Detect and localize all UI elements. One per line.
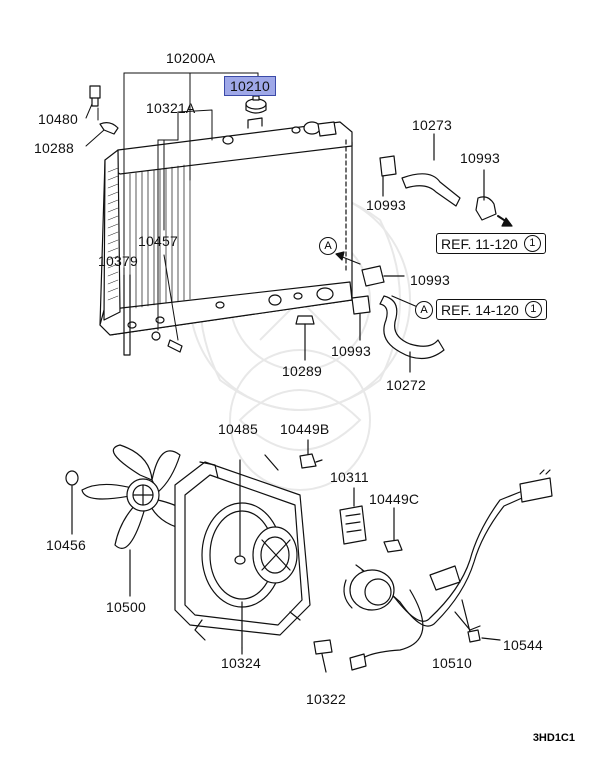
fan-motor — [234, 459, 298, 649]
upper-hose — [379, 133, 513, 227]
label-harness: 10510 — [432, 655, 472, 671]
ref-text-14-120: REF. 14-120 — [441, 301, 519, 318]
cooling-fan — [81, 444, 192, 549]
fan-nut — [65, 470, 79, 535]
label-clamp-mid: 10993 — [410, 272, 450, 288]
label-clamp-upper-left: 10993 — [366, 197, 406, 213]
label-tank-10379: 10379 — [98, 253, 138, 269]
label-radiator-cap-highlighted[interactable]: 10210 — [224, 76, 276, 96]
mount-bolt-and-bracket — [89, 85, 119, 135]
label-fan-motor-bolt: 10485 — [218, 421, 258, 437]
label-upper-hose: 10273 — [412, 117, 452, 133]
radiator — [99, 117, 353, 336]
screw-10449b — [299, 439, 323, 469]
marker-a-lower: A — [415, 301, 433, 319]
fan-shroud — [174, 454, 311, 641]
label-clamp-upper-right: 10993 — [460, 150, 500, 166]
leader-lines-upper — [85, 72, 259, 341]
ref-circle-num-upper: 1 — [523, 235, 541, 252]
label-drain-plug: 10289 — [282, 363, 322, 379]
label-lower-hose: 10272 — [386, 377, 426, 393]
radiator-cap — [245, 95, 267, 114]
ref-box-11-120[interactable]: REF. 11-120 1 — [436, 233, 546, 254]
connector-10311 — [339, 487, 367, 545]
motor-body — [343, 569, 395, 611]
label-fan: 10500 — [106, 599, 146, 615]
label-clamp-lower: 10993 — [331, 343, 371, 359]
label-bracket-10288: 10288 — [34, 140, 74, 156]
label-insulator-10321a: 10321A — [146, 100, 196, 116]
label-nut-10456: 10456 — [46, 537, 86, 553]
label-shroud: 10324 — [221, 655, 261, 671]
label-screw-10449c: 10449C — [369, 491, 420, 507]
sensor-10322 — [313, 639, 333, 673]
label-sensor-10322: 10322 — [306, 691, 346, 707]
drain-plug — [295, 315, 315, 361]
arrow-to-a-upper — [339, 255, 361, 265]
label-screw-10449b: 10449B — [280, 421, 330, 437]
label-radiator-assy: 10200A — [166, 50, 216, 66]
diagram-code: 3HD1C1 — [532, 732, 575, 744]
label-connector-10311: 10311 — [330, 469, 369, 485]
marker-a-upper: A — [319, 237, 337, 255]
overflow-tube — [123, 274, 131, 356]
label-clip-10544: 10544 — [503, 637, 543, 653]
ref-circle-num-lower: 1 — [524, 301, 542, 318]
ref-text-11-120: REF. 11-120 — [441, 235, 518, 252]
clip-10544 — [467, 629, 501, 643]
label-hose-10457: 10457 — [138, 233, 178, 249]
ref-box-14-120[interactable]: REF. 14-120 1 — [436, 299, 547, 320]
screw-10449c — [383, 507, 403, 553]
label-bolt-10480: 10480 — [38, 111, 78, 127]
drain-fittings — [151, 331, 183, 353]
